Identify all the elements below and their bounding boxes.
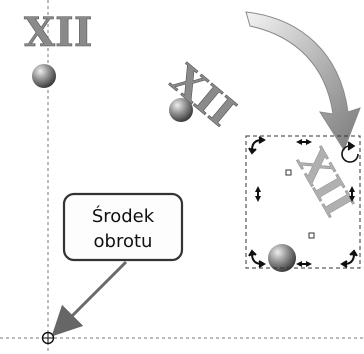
skew-handle-icon[interactable] (255, 186, 261, 202)
skew-handle-icon[interactable] (296, 261, 312, 267)
selection-box[interactable] (245, 135, 361, 269)
curved-arrow-icon (245, 11, 361, 152)
sphere-rotated-final (268, 244, 296, 272)
rotate-corner-handle-icon[interactable] (248, 136, 266, 155)
numeral-original: XII (24, 9, 92, 56)
callout-line1: Środek (92, 205, 155, 227)
skew-handle-icon[interactable] (349, 186, 355, 202)
node-handle[interactable] (285, 169, 292, 176)
sphere-rotated-mid (169, 98, 193, 122)
numeral-rotated-final: XII (287, 142, 362, 225)
rotate-handle-icon[interactable] (341, 141, 359, 163)
callout-line2: obrotu (94, 231, 153, 252)
numeral-rotated-mid: XII (162, 56, 245, 136)
skew-handle-icon[interactable] (296, 139, 312, 145)
node-handle[interactable] (308, 232, 315, 239)
crosshair-pivot-icon[interactable] (41, 331, 55, 345)
rotate-corner-handle-icon[interactable] (248, 249, 266, 268)
callout-pointer-arrow (51, 260, 128, 337)
callout-box: Środek obrotu (62, 192, 184, 262)
sphere-original (32, 64, 56, 88)
rotate-corner-handle-icon[interactable] (340, 249, 358, 268)
